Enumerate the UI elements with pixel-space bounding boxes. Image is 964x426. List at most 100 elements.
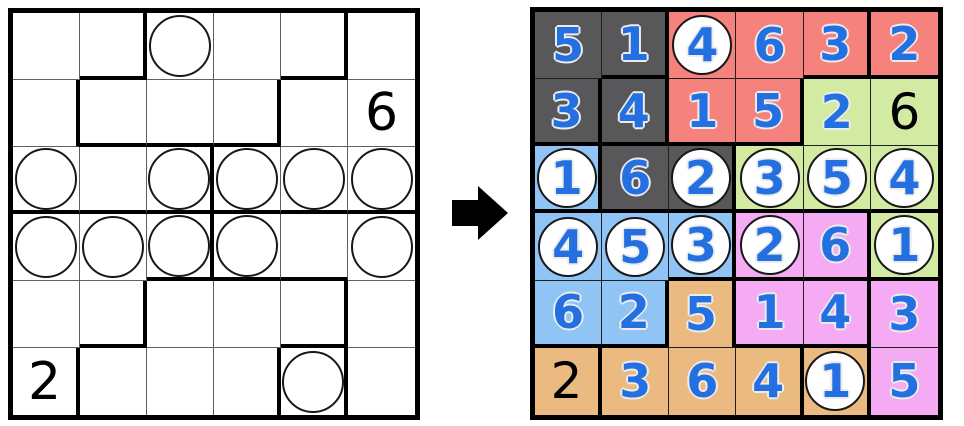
grid-cell: 2 [870, 12, 938, 80]
grid-cell [147, 13, 214, 80]
grid-cell [80, 281, 147, 348]
grid-cell: 1 [736, 280, 804, 348]
grid-cell [13, 214, 80, 281]
solved-digit: 4 [617, 83, 650, 138]
circle-mark [350, 147, 413, 210]
grid-cell [348, 214, 415, 281]
grid-cell: 2 [803, 79, 871, 147]
grid-cell [147, 348, 214, 415]
solved-digit: 6 [619, 150, 652, 205]
given-digit: 2 [27, 351, 62, 412]
grid-cell [80, 348, 147, 415]
grid-cell [214, 348, 281, 415]
grid-cell [13, 13, 80, 80]
circle-mark [283, 147, 345, 210]
circle-mark [536, 147, 597, 208]
circle-mark [15, 216, 77, 278]
circle-mark [806, 147, 867, 208]
grid-cell [348, 348, 415, 415]
grid-cell: 6 [803, 213, 871, 281]
grid-cell: 4 [602, 79, 670, 147]
grid-cell: 2 [13, 348, 80, 415]
grid-cell [147, 80, 214, 147]
solved-digit: 3 [619, 354, 652, 409]
grid-cell [80, 13, 147, 80]
grid-cell [281, 13, 348, 80]
grid-cell [147, 147, 214, 214]
grid-cell: 6 [602, 146, 670, 214]
grid-cell: 4 [870, 146, 938, 214]
grid-cell: 5 [870, 347, 938, 415]
grid-cell [281, 281, 348, 348]
grid-cell [281, 147, 348, 214]
solved-digit: 1 [550, 150, 583, 205]
solved-digit: 2 [684, 150, 717, 205]
grid-cell [348, 147, 415, 214]
circle-mark [739, 147, 800, 208]
grid-cell [281, 214, 348, 281]
grid-cell: 5 [803, 146, 871, 214]
grid-cell [348, 13, 415, 80]
circle-mark [147, 214, 210, 277]
grid-cell [214, 13, 281, 80]
grid-cell [80, 80, 147, 147]
grid-cell [13, 281, 80, 348]
solved-digit: 4 [752, 354, 785, 409]
solved-digit: 5 [820, 150, 853, 205]
circle-mark [538, 216, 599, 277]
circle-mark [216, 214, 278, 277]
grid-cell: 6 [535, 280, 603, 348]
given-digit: 6 [888, 83, 921, 142]
grid-cell: 5 [535, 12, 603, 80]
grid-cell: 4 [535, 213, 603, 281]
grid-cell: 2 [736, 213, 804, 281]
solved-digit: 6 [686, 354, 719, 409]
solved-digit: 5 [552, 18, 585, 73]
grid-cell [281, 348, 348, 415]
solved-digit: 3 [888, 286, 921, 341]
solved-digit: 1 [617, 16, 650, 71]
grid-cell: 1 [669, 79, 737, 147]
grid-cell: 3 [870, 280, 938, 348]
circle-mark [874, 215, 935, 276]
solved-digit: 6 [819, 218, 852, 273]
grid-cell: 4 [803, 280, 871, 348]
solved-digit: 4 [819, 285, 852, 340]
solved-digit: 3 [684, 218, 717, 273]
solved-digit: 1 [686, 83, 719, 138]
grid-cell: 1 [870, 213, 938, 281]
circle-mark [281, 350, 344, 413]
circle-mark [147, 147, 210, 210]
grid-cell: 6 [736, 12, 804, 80]
grid-cell [214, 147, 281, 214]
grid-cell: 6 [870, 79, 938, 147]
solved-digit: 6 [753, 18, 786, 73]
solved-digit: 3 [550, 83, 583, 138]
grid-cell: 5 [736, 79, 804, 147]
solved-digit: 1 [819, 354, 852, 409]
given-digit: 6 [364, 83, 399, 143]
grid-cell: 4 [736, 347, 804, 415]
solved-digit: 5 [619, 219, 652, 274]
solved-digit: 4 [888, 150, 921, 205]
solved-digit: 1 [753, 285, 786, 340]
solved-digit: 6 [552, 285, 585, 340]
solved-digit: 5 [888, 354, 921, 409]
circle-mark [149, 15, 211, 77]
grid-cell: 5 [669, 280, 737, 348]
grid-cell [13, 80, 80, 147]
grid-cell: 6 [348, 80, 415, 147]
circle-mark [670, 215, 731, 276]
right-arrow-icon [452, 186, 508, 240]
grid-cell: 2 [602, 280, 670, 348]
solved-digit: 4 [686, 18, 719, 73]
arrow-tail [452, 200, 479, 226]
grid-cell [214, 281, 281, 348]
grid-cell: 4 [669, 12, 737, 80]
given-digit: 2 [550, 352, 583, 411]
solved-digit: 2 [888, 16, 921, 71]
grid-cell [147, 281, 214, 348]
circle-mark [15, 147, 77, 210]
